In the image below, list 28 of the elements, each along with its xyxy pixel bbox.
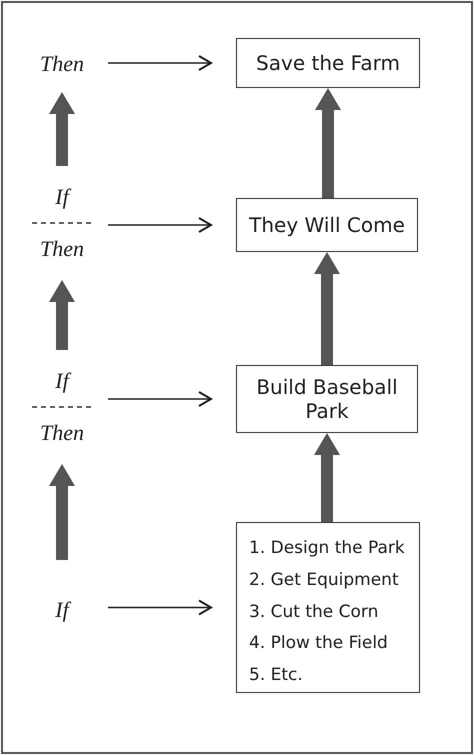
condition-text: If <box>55 368 69 394</box>
outcome-box <box>236 198 418 252</box>
thick-arrow <box>49 92 75 166</box>
thick-arrow <box>49 280 75 350</box>
thick-arrow <box>315 88 341 198</box>
condition-text: If <box>55 597 69 623</box>
arrow <box>108 600 212 616</box>
arrow <box>108 55 212 71</box>
condition-text: Then <box>40 236 84 262</box>
list-item: 1. Design the Park <box>249 537 405 560</box>
arrow <box>108 391 212 407</box>
box-label: Build Baseball Park <box>255 375 399 423</box>
list-item: 4. Plow the Field <box>249 632 388 656</box>
box-label: They Will Come <box>249 213 405 237</box>
arrow <box>108 217 212 233</box>
condition-text: Then <box>40 420 84 446</box>
thick-arrow <box>314 433 340 522</box>
list-item: 3. Cut the Corn <box>249 600 378 624</box>
list-item: 5. Etc. <box>249 664 303 688</box>
thick-arrow <box>314 252 340 365</box>
list-item: 2. Get Equipment <box>249 568 399 592</box>
condition-text: If <box>55 184 69 210</box>
outcome-box <box>236 365 418 433</box>
condition-text: Then <box>40 51 84 77</box>
thick-arrow <box>49 464 75 560</box>
task-list-box <box>236 522 420 693</box>
outcome-box <box>236 38 420 88</box>
box-label: Save the Farm <box>256 51 400 75</box>
